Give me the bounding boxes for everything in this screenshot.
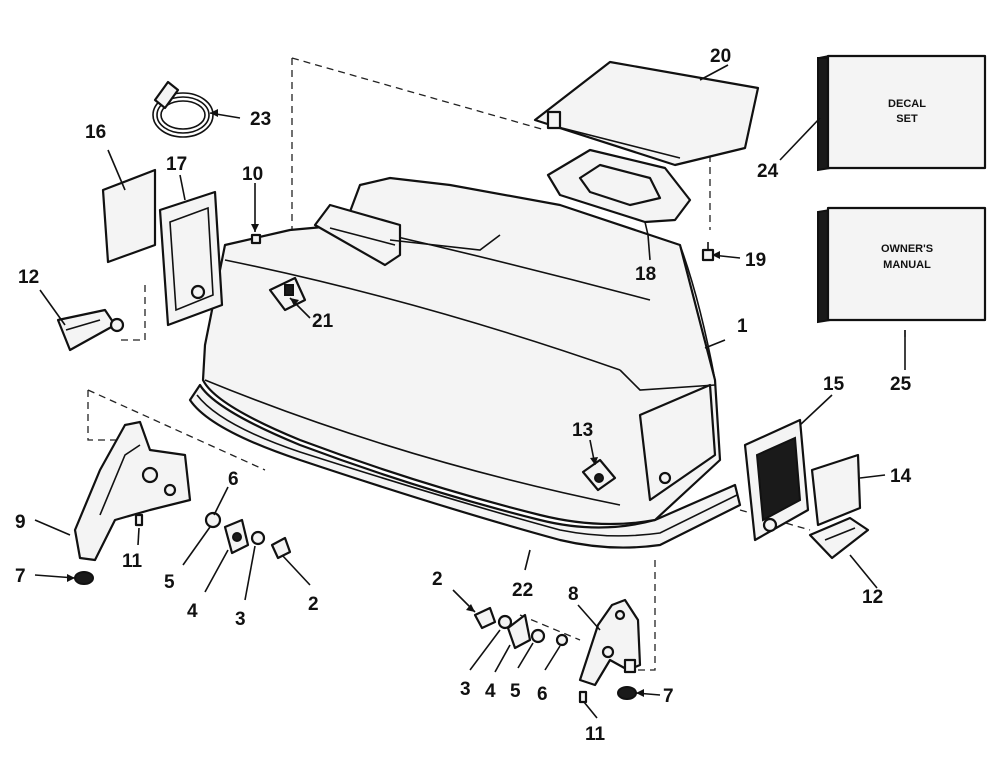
callout-18: 18 bbox=[635, 264, 656, 285]
callout-11-left: 11 bbox=[122, 551, 143, 572]
callout-10: 10 bbox=[242, 164, 263, 185]
callout-15: 15 bbox=[823, 374, 845, 395]
callout-8: 8 bbox=[568, 584, 579, 605]
callout-11-right: 11 bbox=[585, 724, 606, 745]
owners-manual-box: OWNER'S MANUAL bbox=[817, 206, 987, 324]
leader-lines bbox=[34, 64, 906, 719]
screw-10 bbox=[250, 233, 262, 245]
callout-labels: 1 2 2 3 3 4 4 5 5 6 6 7 7 8 9 10 11 11 1… bbox=[15, 46, 912, 745]
hardware-right bbox=[473, 606, 637, 704]
gasket-16 bbox=[101, 168, 157, 264]
callout-1: 1 bbox=[737, 316, 748, 337]
callout-2-left: 2 bbox=[308, 594, 319, 615]
callout-2-right: 2 bbox=[432, 569, 443, 590]
gasket-14 bbox=[810, 453, 862, 527]
callout-12-left: 12 bbox=[18, 267, 39, 288]
callout-6-left: 6 bbox=[228, 469, 239, 490]
cable-23 bbox=[152, 80, 214, 138]
hardware-left bbox=[74, 511, 292, 585]
callout-19: 19 bbox=[745, 250, 766, 271]
callout-24: 24 bbox=[757, 161, 779, 182]
callout-9: 9 bbox=[15, 512, 26, 533]
callout-3-right: 3 bbox=[460, 679, 471, 700]
callout-12-right: 12 bbox=[862, 587, 883, 608]
decal-label-line2: SET bbox=[896, 113, 918, 125]
callout-6-right: 6 bbox=[537, 684, 548, 705]
bracket-8 bbox=[578, 598, 642, 687]
decal-label-line1: DECAL bbox=[888, 98, 926, 110]
latch-12-right bbox=[808, 516, 870, 560]
callout-5-right: 5 bbox=[510, 681, 521, 702]
callout-17: 17 bbox=[166, 154, 187, 175]
callout-4-left: 4 bbox=[187, 601, 198, 622]
engine-cowl bbox=[188, 176, 742, 549]
frame-17 bbox=[158, 190, 224, 327]
callout-7-right: 7 bbox=[663, 686, 674, 707]
callout-4-right: 4 bbox=[485, 681, 496, 702]
decal-set-box: DECAL SET bbox=[817, 54, 987, 172]
latch-12-left bbox=[56, 308, 125, 352]
callout-16: 16 bbox=[85, 122, 106, 143]
bracket-9 bbox=[73, 420, 192, 562]
callout-23: 23 bbox=[250, 109, 271, 130]
top-cover bbox=[533, 60, 760, 167]
callout-20: 20 bbox=[710, 46, 731, 67]
manual-label-line2: MANUAL bbox=[883, 259, 931, 271]
frame-15 bbox=[743, 418, 810, 542]
callout-14: 14 bbox=[890, 466, 912, 487]
callout-5-left: 5 bbox=[164, 572, 175, 593]
callout-13: 13 bbox=[572, 420, 593, 441]
callout-7-left: 7 bbox=[15, 566, 26, 587]
callout-22: 22 bbox=[512, 580, 533, 601]
screw-19 bbox=[701, 242, 715, 262]
callout-3-left: 3 bbox=[235, 609, 246, 630]
manual-label-line1: OWNER'S bbox=[881, 243, 933, 255]
callout-25: 25 bbox=[890, 374, 912, 395]
callout-21: 21 bbox=[312, 311, 334, 332]
cover-seal bbox=[546, 148, 692, 236]
